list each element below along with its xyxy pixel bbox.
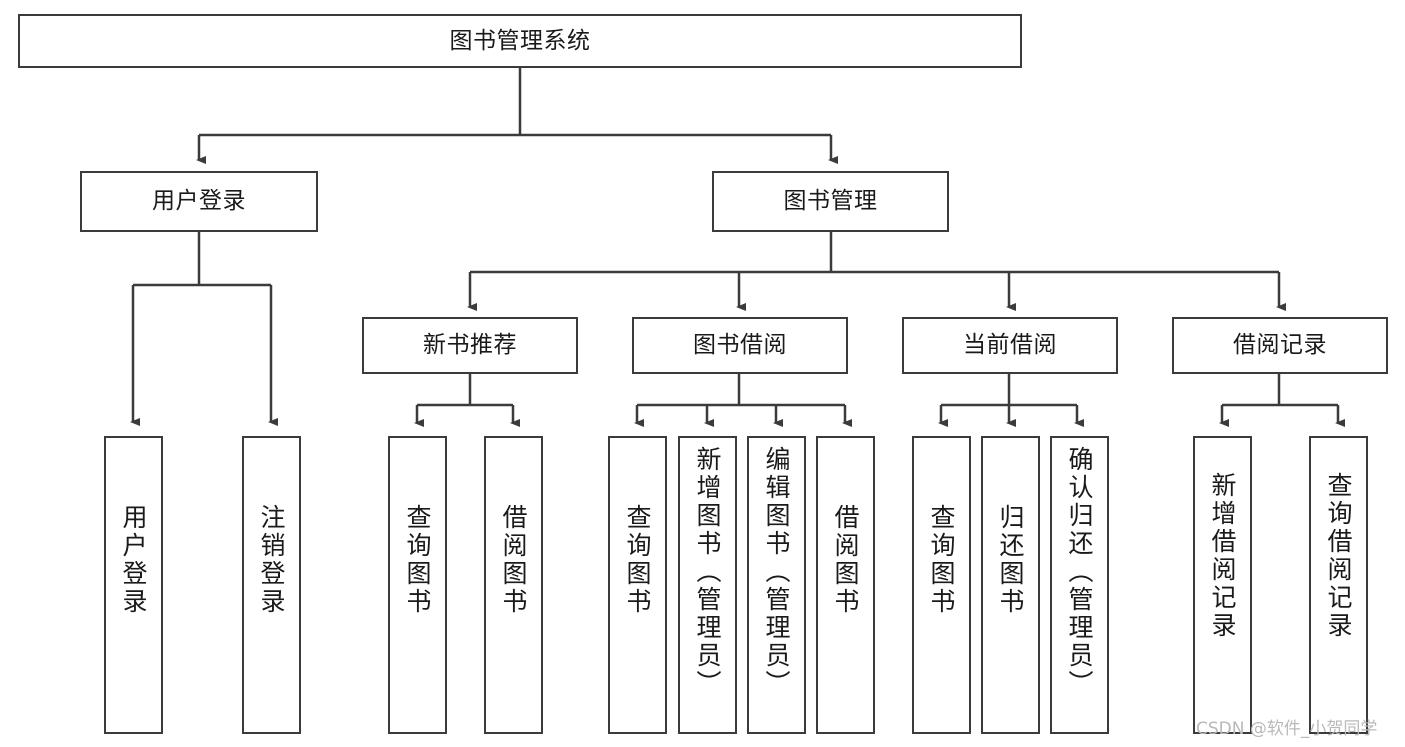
node-leaf-query-borrow-record[interactable]: 查询借阅记录 <box>1309 436 1368 734</box>
node-label: 新增借阅记录 <box>1208 472 1237 640</box>
node-label: 借阅记录 <box>1233 332 1327 359</box>
node-leaf-return-book[interactable]: 归还图书 <box>981 436 1040 734</box>
node-new-book-recommend[interactable]: 新书推荐 <box>362 317 578 374</box>
node-leaf-confirm-return-admin[interactable]: 确认归还（管理员） <box>1050 436 1109 734</box>
node-leaf-add-borrow-record[interactable]: 新增借阅记录 <box>1193 436 1252 734</box>
node-label: 用户登录 <box>152 188 246 215</box>
node-borrow-record[interactable]: 借阅记录 <box>1172 317 1388 374</box>
node-label: 借阅图书 <box>831 504 860 616</box>
node-leaf-borrow-book[interactable]: 借阅图书 <box>816 436 875 734</box>
node-label: 图书管理系统 <box>449 27 591 54</box>
node-label: 新书推荐 <box>423 332 517 359</box>
csdn-watermark: CSDN @软件_小贺同学 <box>1196 719 1378 739</box>
node-leaf-query-book-current[interactable]: 查询图书 <box>912 436 971 734</box>
node-book-management[interactable]: 图书管理 <box>712 171 949 232</box>
node-leaf-query-book-borrow[interactable]: 查询图书 <box>608 436 667 734</box>
node-label: 图书管理 <box>783 188 878 215</box>
node-label: 查询借阅记录 <box>1324 472 1353 640</box>
node-book-borrow[interactable]: 图书借阅 <box>632 317 848 374</box>
node-leaf-edit-book-admin[interactable]: 编辑图书（管理员） <box>747 436 806 734</box>
node-label: 注销登录 <box>257 504 286 616</box>
node-current-borrow[interactable]: 当前借阅 <box>902 317 1118 374</box>
node-label: 借阅图书 <box>499 504 528 616</box>
node-label: 编辑图书（管理员） <box>762 446 791 698</box>
node-user-login[interactable]: 用户登录 <box>80 171 318 232</box>
node-label: 查询图书 <box>403 504 432 616</box>
node-label: 归还图书 <box>996 504 1025 616</box>
node-label: 当前借阅 <box>963 332 1057 359</box>
node-leaf-user-login[interactable]: 用户登录 <box>104 436 163 734</box>
node-leaf-logout-login[interactable]: 注销登录 <box>242 436 301 734</box>
node-label: 查询图书 <box>623 504 652 616</box>
node-leaf-borrow-book-recommend[interactable]: 借阅图书 <box>484 436 543 734</box>
node-label: 图书借阅 <box>693 332 787 359</box>
node-leaf-add-book-admin[interactable]: 新增图书（管理员） <box>678 436 737 734</box>
node-label: 新增图书（管理员） <box>693 446 722 698</box>
node-label: 查询图书 <box>927 504 956 616</box>
node-leaf-query-book-recommend[interactable]: 查询图书 <box>388 436 447 734</box>
node-label: 确认归还（管理员） <box>1065 446 1094 698</box>
node-label: 用户登录 <box>119 504 148 616</box>
node-root-book-management-system[interactable]: 图书管理系统 <box>18 14 1022 68</box>
